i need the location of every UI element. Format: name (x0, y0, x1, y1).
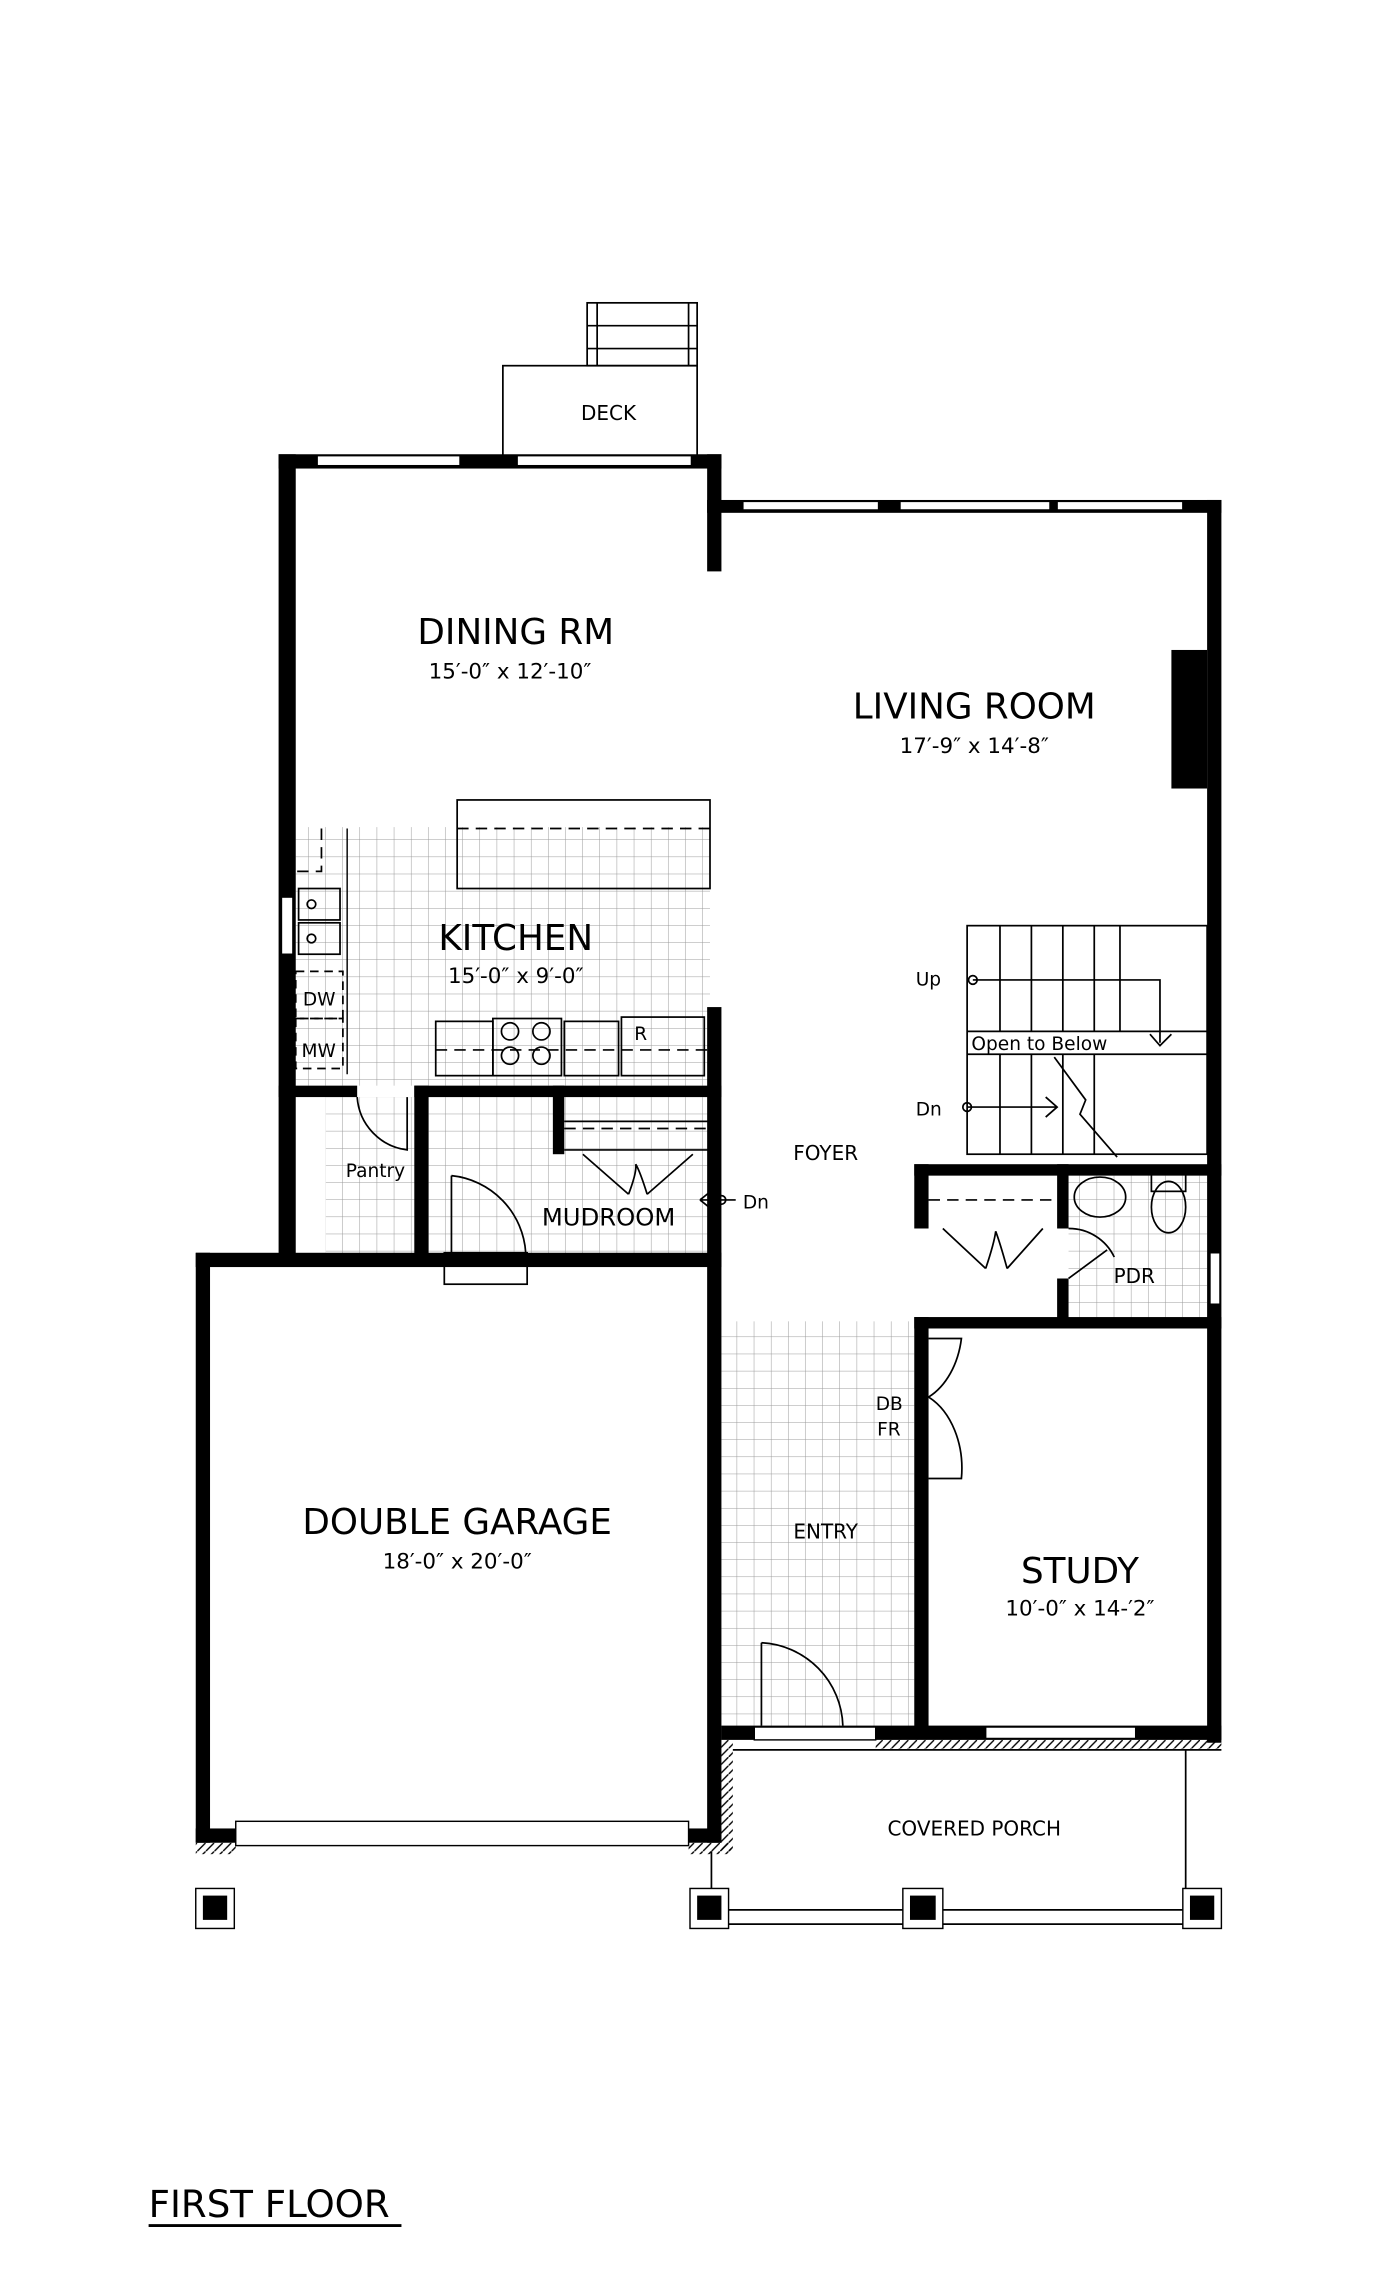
covered-porch-label: COVERED PORCH (887, 1817, 1061, 1841)
kitchen-size: 15′-0″ x 9′-0″ (448, 964, 584, 989)
fr-label: FR (877, 1420, 901, 1441)
fridge-label: R (634, 1024, 647, 1045)
living-room-label: LIVING ROOM (853, 687, 1096, 728)
pdr-fixtures (1073, 1173, 1187, 1234)
study-size: 10′-0″ x 14-′2″ (1005, 1597, 1154, 1622)
doors (356, 1097, 1116, 1726)
kitchen-label: KITCHEN (438, 918, 593, 959)
study-label: STUDY (1021, 1551, 1139, 1592)
pantry-label: Pantry (346, 1161, 405, 1182)
dining-room-label: DINING RM (417, 612, 614, 653)
living-room-size: 17′-9″ x 14′-8″ (900, 734, 1049, 759)
windows (235, 454, 1221, 1847)
foyer-label: FOYER (793, 1141, 858, 1165)
entry-label: ENTRY (793, 1519, 858, 1543)
room-labels: DECK DINING RM 15′-0″ x 12′-10″ LIVING R… (149, 401, 1155, 2228)
stairs[interactable] (961, 924, 1208, 1158)
porch (195, 1749, 1223, 1930)
deck-label: DECK (581, 401, 637, 425)
pdr-label: PDR (1114, 1264, 1155, 1288)
kitchen-fixtures (294, 799, 711, 1077)
mudroom-down-label: Dn (743, 1192, 769, 1213)
deck (502, 301, 699, 461)
dining-room-size: 15′-0″ x 12′-10″ (429, 660, 592, 685)
garage-size: 18′-0″ x 20′-0″ (383, 1549, 532, 1574)
floor-title: FIRST FLOOR (149, 2183, 390, 2226)
garage-label: DOUBLE GARAGE (302, 1502, 611, 1543)
db-label: DB (876, 1394, 903, 1415)
mudroom-label: MUDROOM (542, 1203, 675, 1232)
open-to-below-label: Open to Below (971, 1034, 1107, 1055)
foundation-hatch (195, 1739, 1222, 1855)
stairs-down-label: Dn (916, 1100, 942, 1121)
dishwasher-label: DW (303, 990, 336, 1011)
microwave-label: MW (301, 1041, 335, 1062)
stairs-up-label: Up (916, 970, 941, 991)
tile-floors (295, 827, 1208, 1729)
